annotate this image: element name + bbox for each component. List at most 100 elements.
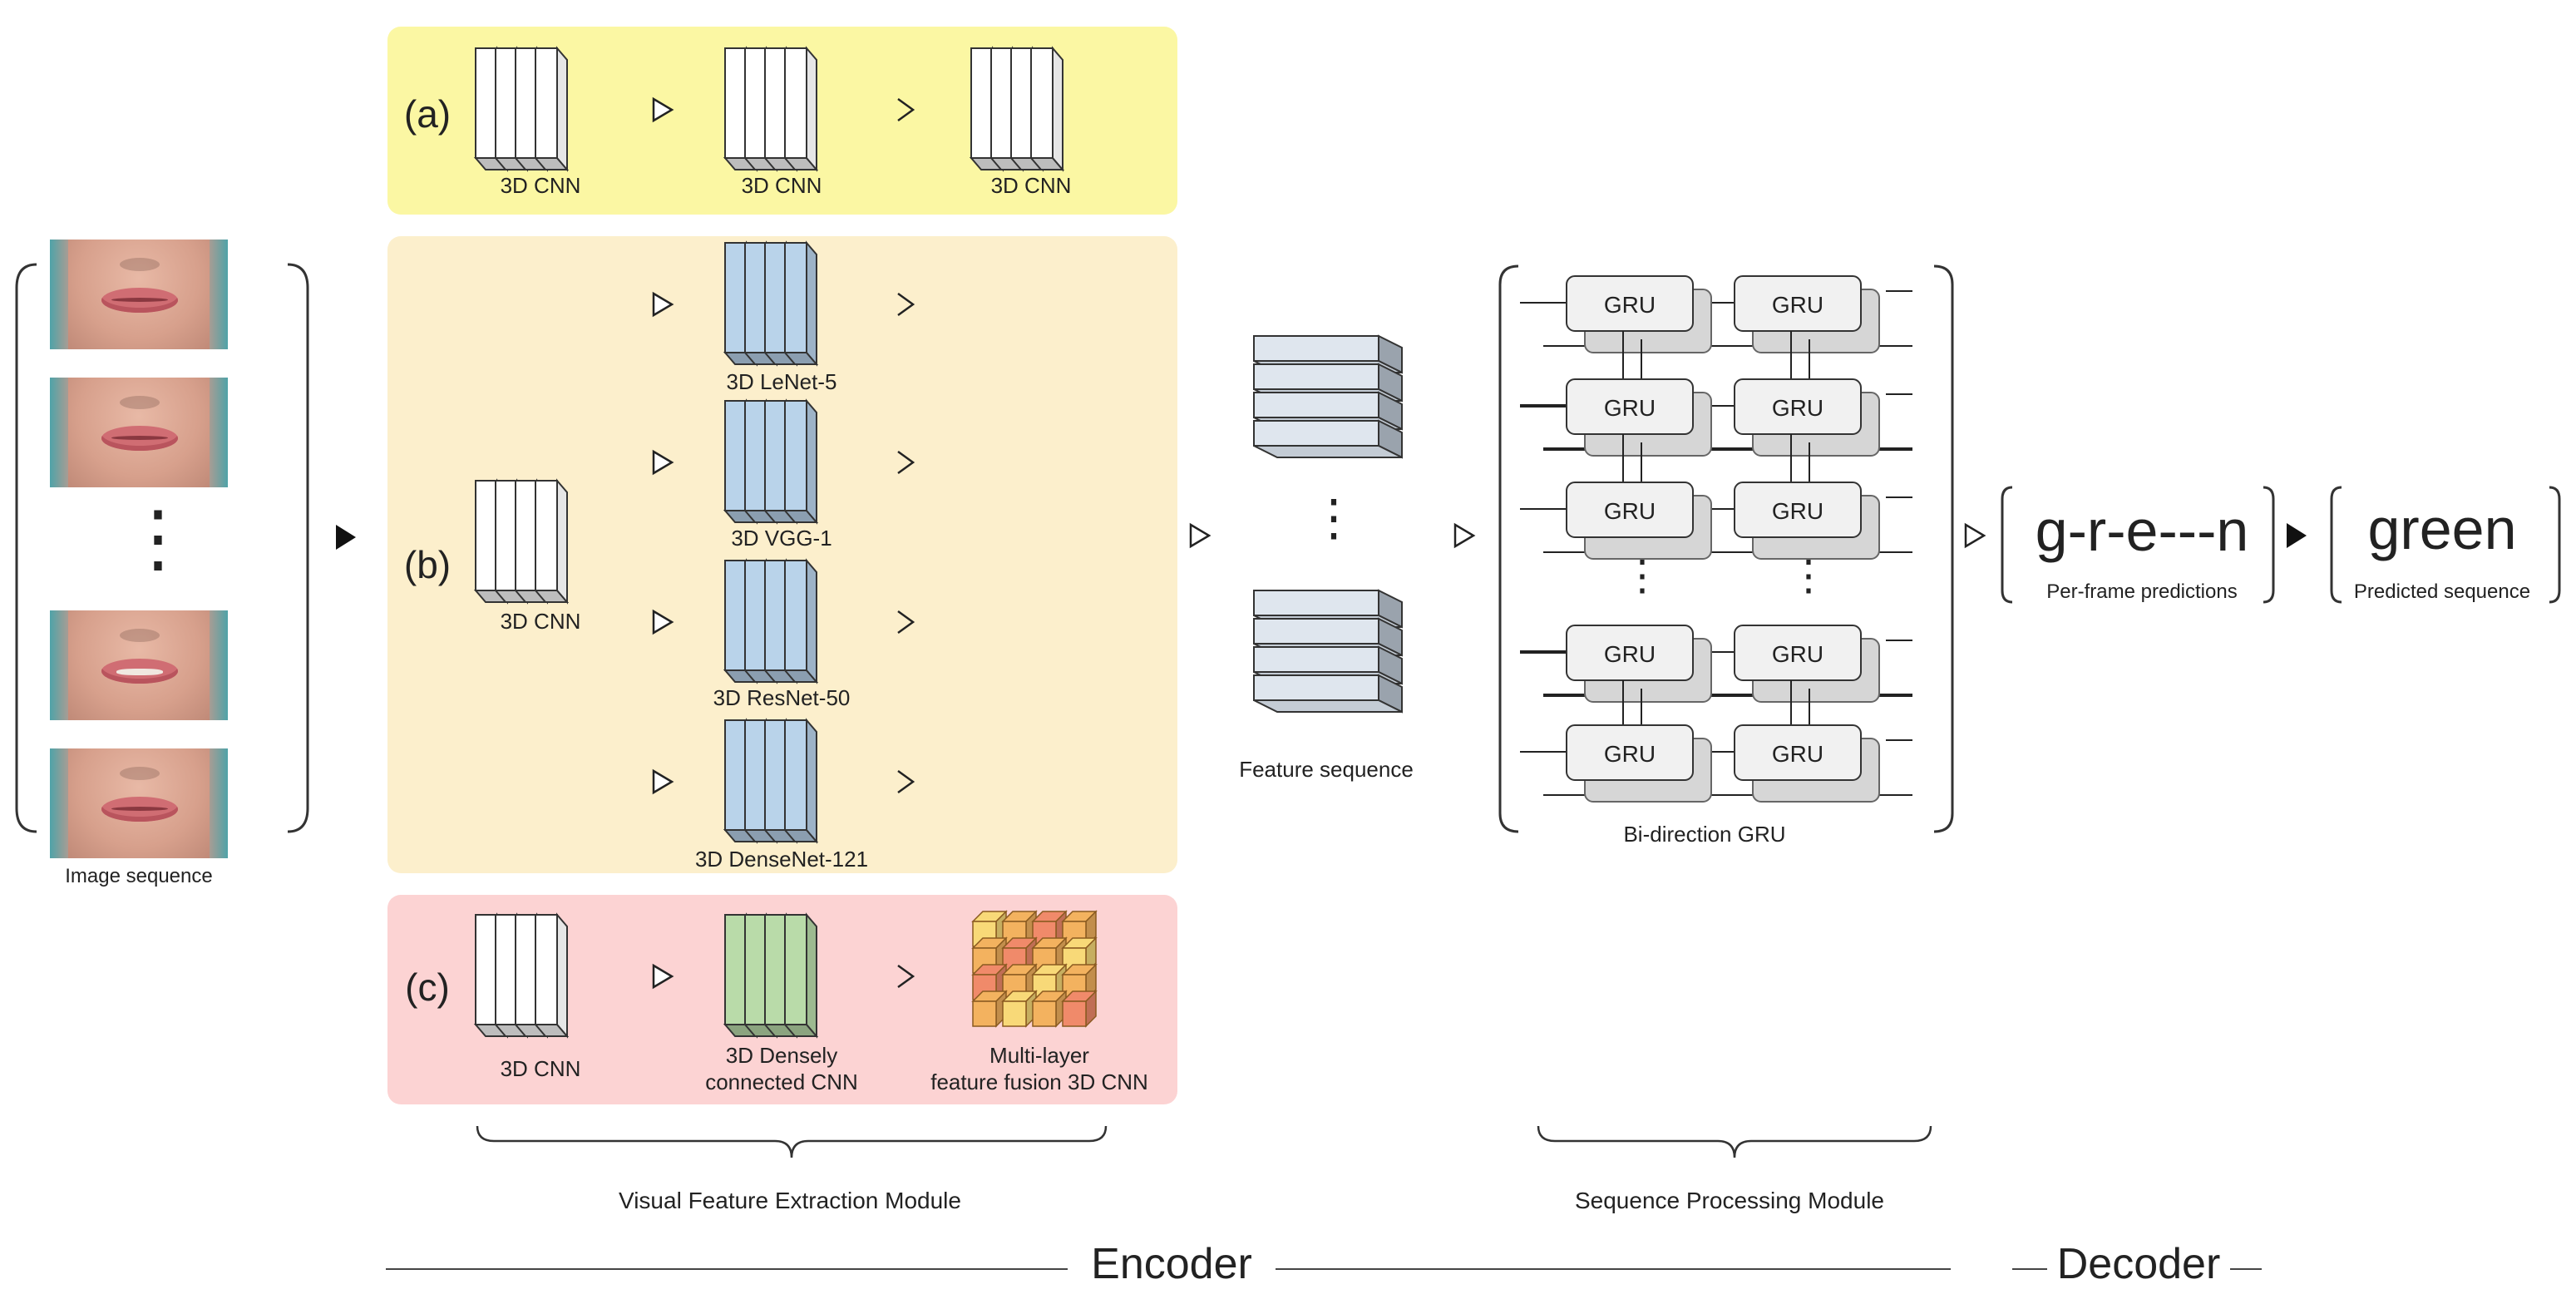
fusion-cube-front [1002,1000,1027,1027]
panel-b-branch-arrow-out-3 [897,610,915,635]
gru-cell [1566,724,1694,781]
panel-c-block-1-slab-side [556,912,568,1039]
panel-b-branch-label-1: 3D LeNet-5 [726,369,837,394]
panel-a-label-3: 3D CNN [990,173,1072,198]
gru-cell [1566,378,1694,435]
per-frame-text: g-r-e---n [2035,498,2249,563]
panel-c-arrow-1 [652,963,674,990]
panel-c-arrow-2 [897,964,915,989]
panel-b-branch-block-4-slab-front [764,719,787,831]
feature-slab-bottom-bottom [1253,699,1403,713]
panel-b-branch-arrow-in-1 [652,291,674,318]
panel-c-block-2-slab-side [806,912,817,1039]
gru-cell-label: GRU [1772,395,1823,421]
gru-bracket-right [1933,264,1954,833]
panel-c-block-1-slab-front [515,914,538,1025]
panel-b-branch-block-2-slab-front [784,400,807,511]
gru-cell-label: GRU [1772,741,1823,767]
panel-c-second-label-line1: 3D Densely [725,1043,838,1068]
panel-c-third-label-line2: feature fusion 3D CNN [930,1069,1148,1094]
panel-b-first-label: 3D CNN [500,609,581,634]
panel-b-branch-block-1-slab-front [744,242,767,353]
panel-c-block-2-slab-front [764,914,787,1025]
panel-c-block-2-slab-front [744,914,767,1025]
arrow-to-gru [1453,522,1476,549]
gru-ellipsis-right: ⋮ [1788,552,1829,599]
feature-slab-top-bottom [1253,445,1403,458]
sequence-module-brace [1537,1125,1932,1158]
gru-cell-label: GRU [1772,498,1823,524]
gru-cell-label: GRU [1772,292,1823,318]
encoder-label: Encoder [1068,1239,1276,1289]
arrow-image-to-encoder [336,525,356,550]
panel-b-branch-block-4-slab-front [784,719,807,831]
panel-b-block-first-slab-front [495,480,518,591]
feature-slab-top-front [1253,363,1379,390]
panel-b-branch-arrow-out-2 [897,450,915,475]
panel-b-branch-block-3-slab-side [806,558,817,684]
panel-b-branch-block-1-slab-front [764,242,787,353]
mouth-frame-1 [50,240,228,349]
panel-c-second-label-line2: connected CNN [705,1069,858,1094]
panel-a-arrow-2 [897,97,915,122]
panel-b-branch-block-1-slab-front [784,242,807,353]
panel-a-block-2-slab-front [764,47,787,159]
panel-b-branch-label-3: 3D ResNet-50 [713,685,851,710]
panel-a-block-3-slab-side [1052,46,1063,172]
gru-cell [1566,482,1694,538]
feature-slab-top-front [1253,392,1379,418]
panel-c-third-label-line1: Multi-layer [989,1043,1089,1068]
gru-cell [1734,275,1862,332]
panel-b-branch-block-1-slab-side [806,240,817,367]
panel-b-block-first-slab-front [475,480,498,591]
panel-b-branch-arrow-in-2 [652,449,674,476]
visual-module-brace [476,1125,1108,1158]
panel-c-block-1-slab-front [495,914,518,1025]
panel-b-branch-block-4-slab-front [724,719,748,831]
feature-sequence-ellipsis: ⋮ [1309,490,1359,546]
panel-b-branch-block-1-slab-front [724,242,748,353]
panel-b-branch-arrow-in-3 [652,609,674,635]
predicted-caption: Predicted sequence [2353,580,2531,603]
per-frame-bracket-right [2263,486,2275,604]
feature-sequence-caption: Feature sequence [1239,757,1414,782]
image-bracket-left [15,263,37,833]
feature-slab-top-front [1253,420,1379,447]
image-sequence-ellipsis: ⋮ [121,497,195,580]
mouth-frame-3 [50,610,228,720]
panel-b-block-first-slab-side [556,478,568,605]
visual-module-label: Visual Feature Extraction Module [619,1188,961,1213]
panel-b-branch-block-3-slab-front [724,560,748,671]
panel-b-branch-label-4: 3D DenseNet-121 [694,847,869,872]
panel-b-branch-block-4-slab-front [744,719,767,831]
panel-b-tag: (b) [403,543,452,586]
panel-b-block-first-slab-front [515,480,538,591]
feature-slab-top-front [1253,335,1379,362]
gru-cell-label: GRU [1604,641,1656,667]
fusion-cube-front [972,1000,997,1027]
image-bracket-right [287,263,309,833]
panel-c-block-2-slab-front [724,914,748,1025]
arrow-to-feature-sequence [1189,522,1212,549]
gru-cell-label: GRU [1604,498,1656,524]
panel-a-block-3-slab-front [990,47,1014,159]
feature-slab-bottom-front [1253,646,1379,673]
panel-a-tag: (a) [403,92,452,136]
arrow-to-predicted [2287,523,2307,548]
gru-cell [1734,378,1862,435]
feature-slab-bottom-front [1253,618,1379,645]
per-frame-bracket-left [2001,486,2013,604]
panel-b-block-first-slab-front [535,480,558,591]
feature-slab-bottom-front [1253,590,1379,616]
gru-cell [1734,625,1862,681]
sequence-module-label: Sequence Processing Module [1574,1188,1884,1213]
gru-cell [1734,724,1862,781]
panel-b-branch-block-3-slab-front [784,560,807,671]
fusion-cube-front [1032,1000,1057,1027]
panel-b-branch-arrow-out-4 [897,769,915,794]
panel-b-branch-block-3-slab-front [744,560,767,671]
panel-b-branch-block-2-slab-front [764,400,787,511]
gru-cell [1566,275,1694,332]
panel-a-block-3-slab-front [1010,47,1034,159]
panel-a-block-1-slab-front [535,47,558,159]
